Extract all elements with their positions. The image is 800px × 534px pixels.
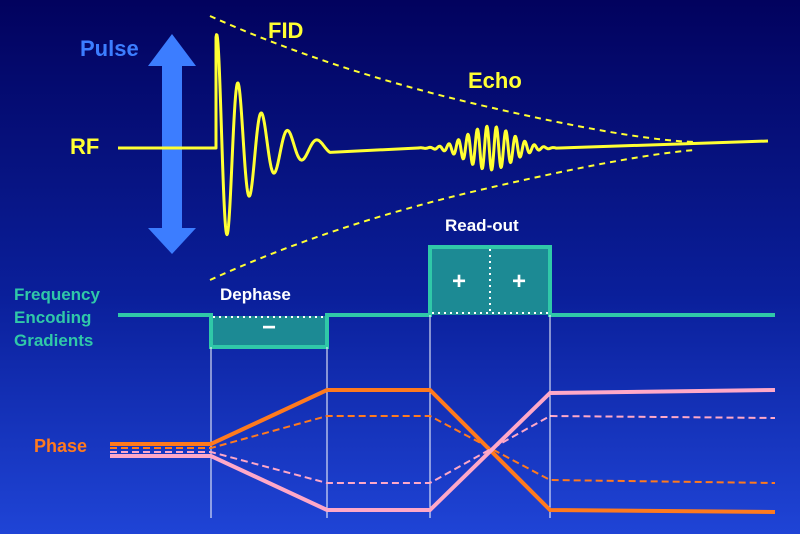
dephase-label: Dephase [220, 285, 291, 304]
echo-label: Echo [468, 68, 522, 93]
dephase-minus-sign: − [262, 314, 277, 341]
readout-plus-sign-1: + [452, 268, 467, 295]
envelope-upper [209, 15, 696, 143]
phase-orange-dashed [110, 415, 776, 484]
envelope-lower [209, 149, 696, 281]
frequency-gradient-waveform [118, 245, 775, 349]
phase-pink-dashed [110, 414, 776, 484]
readout-plus-sign-2: + [512, 268, 527, 295]
fid-label: FID [268, 18, 304, 43]
dephase-lobe-fill [211, 316, 327, 346]
rf-label: RF [70, 134, 100, 159]
phase-label: Phase [34, 436, 88, 456]
phase-pink-solid [110, 388, 776, 512]
rf-signal-trace [118, 33, 769, 237]
readout-label: Read-out [445, 216, 519, 235]
freq-label-line3: Gradients [14, 331, 94, 350]
pulse-double-arrow [148, 34, 196, 254]
phase-orange-solid [110, 388, 776, 514]
frequency-encoding-gradients-label: Frequency Encoding Gradients [14, 283, 100, 352]
freq-label-line1: Frequency [14, 285, 100, 304]
freq-label-line2: Encoding [14, 308, 92, 327]
pulse-label: Pulse [80, 36, 139, 61]
